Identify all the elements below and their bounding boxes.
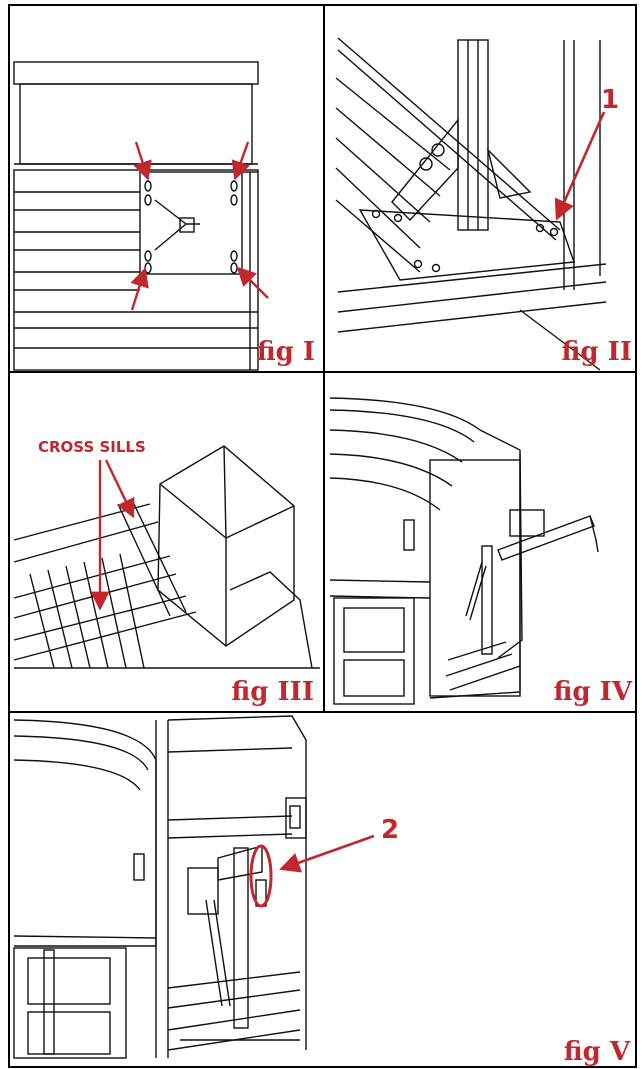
fig4-label: fig IV <box>554 677 633 707</box>
fig5-callout-number: 2 <box>381 815 399 845</box>
fig4-drawing <box>329 397 599 705</box>
fig5-callout-arrow <box>279 834 375 873</box>
fig1-arrows <box>130 141 269 311</box>
fig5-highlight-circle <box>249 844 273 908</box>
panel-fig-1: fig I <box>13 61 315 371</box>
panel-frame <box>8 4 637 1068</box>
fig3-cross-sills-label: CROSS SILLS <box>38 438 146 456</box>
panel-fig-5: 2 fig V <box>13 715 631 1067</box>
fig1-label: fig I <box>257 337 315 367</box>
fig2-drawing <box>335 37 607 371</box>
fig3-arrows <box>90 459 135 611</box>
fig1-drawing <box>13 61 259 371</box>
fig3-label: fig III <box>231 677 314 707</box>
panel-fig-4: fig IV <box>329 397 633 707</box>
fig2-label: fig II <box>562 337 632 367</box>
panel-fig-2: 1 fig II <box>335 37 632 371</box>
fig2-callout-number: 1 <box>601 85 619 115</box>
fig3-drawing <box>13 445 320 669</box>
fig5-label: fig V <box>564 1037 631 1067</box>
fig2-callout-arrow <box>554 111 606 221</box>
fig5-drawing <box>13 715 307 1059</box>
panel-fig-3: CROSS SILLS fig III <box>13 438 320 707</box>
